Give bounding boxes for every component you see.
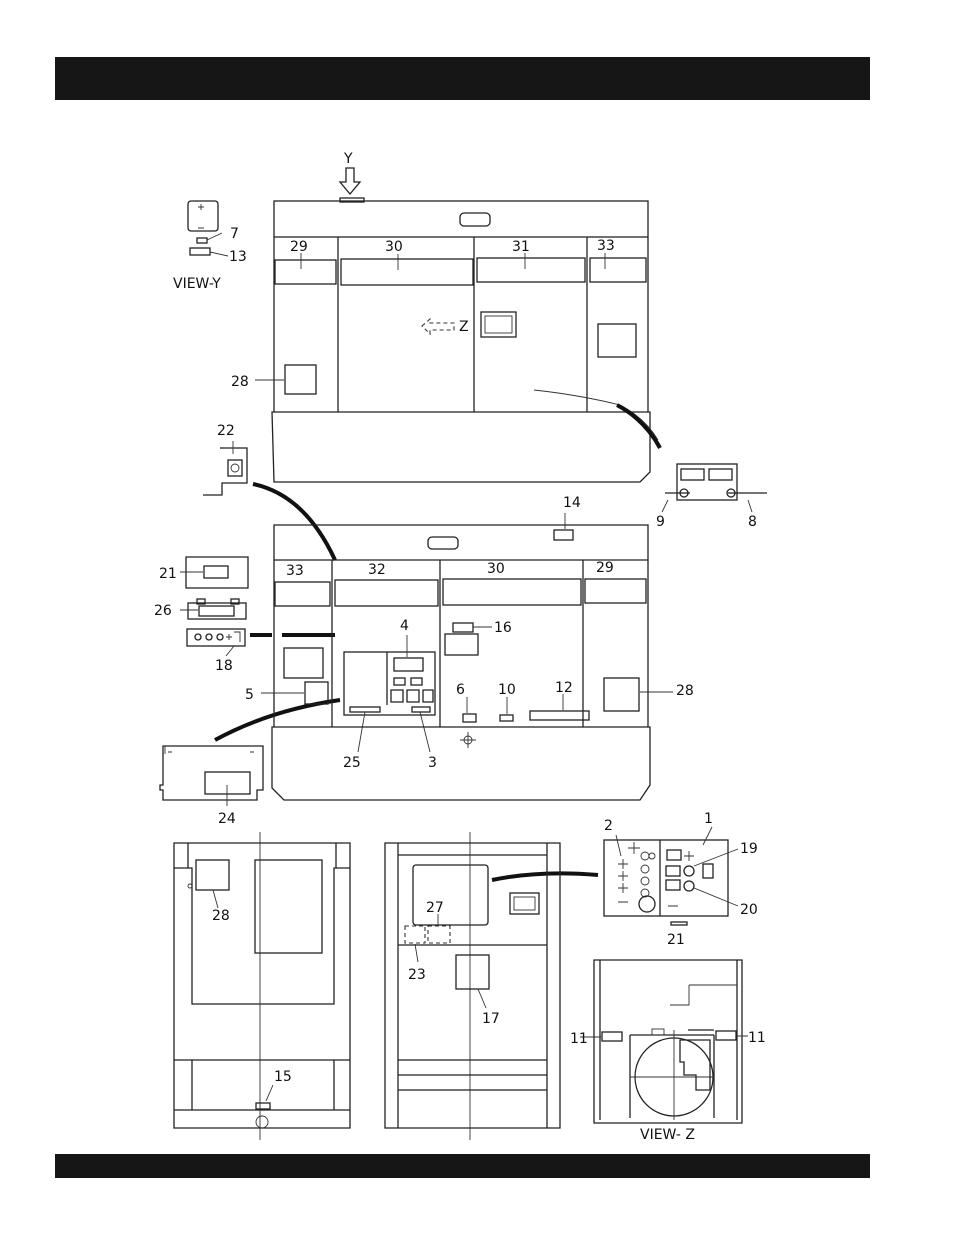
callout-16: 16 <box>494 620 512 636</box>
callout-10: 10 <box>498 682 516 698</box>
callout-3: 3 <box>428 755 437 771</box>
side-view-left: 28 15 <box>174 832 350 1140</box>
callout-2: 2 <box>604 818 613 834</box>
enclosure-rear-view: 29 30 31 33 28 Z <box>231 198 658 482</box>
callout-28c: 28 <box>212 908 230 924</box>
callout-13: 13 <box>229 249 247 265</box>
enclosure-front-view: 14 33 32 30 29 5 4 25 3 16 6 <box>245 495 694 800</box>
callout-24: 24 <box>218 811 236 827</box>
callout-29: 29 <box>290 239 308 255</box>
callout-12: 12 <box>555 680 573 696</box>
callout-11b: 11 <box>748 1030 766 1046</box>
callout-32: 32 <box>368 562 386 578</box>
callout-11a: 11 <box>570 1031 588 1047</box>
callout-18: 18 <box>215 658 233 674</box>
callout-14: 14 <box>563 495 581 511</box>
callout-28: 28 <box>231 374 249 390</box>
callout-33: 33 <box>597 238 615 254</box>
callout-28b: 28 <box>676 683 694 699</box>
detail-8-9: 9 8 <box>656 464 767 530</box>
view-y-label: VIEW-Y <box>173 276 221 292</box>
control-panel-detail: 2 1 19 20 21 <box>604 811 758 948</box>
callout-23: 23 <box>408 967 426 983</box>
y-arrow-label: Y <box>343 151 353 167</box>
callout-29b: 29 <box>596 560 614 576</box>
left-details: 21 26 18 <box>154 557 248 674</box>
callout-5: 5 <box>245 687 254 703</box>
view-y-detail: 7 13 VIEW-Y <box>173 201 247 292</box>
callout-4: 4 <box>400 618 409 634</box>
callout-9: 9 <box>656 514 665 530</box>
callout-27: 27 <box>426 900 444 916</box>
callout-30b: 30 <box>487 561 505 577</box>
callout-21b: 21 <box>667 932 685 948</box>
detail-24: 24 <box>160 746 263 827</box>
callout-19: 19 <box>740 841 758 857</box>
callout-20: 20 <box>740 902 758 918</box>
callout-15: 15 <box>274 1069 292 1085</box>
footer-bar <box>55 1154 870 1178</box>
callout-21: 21 <box>159 566 177 582</box>
callout-17: 17 <box>482 1011 500 1027</box>
detail-22: 22 <box>203 423 247 495</box>
callout-30: 30 <box>385 239 403 255</box>
callout-26: 26 <box>154 603 172 619</box>
callout-33b: 33 <box>286 563 304 579</box>
callout-25: 25 <box>343 755 361 771</box>
callout-8: 8 <box>748 514 757 530</box>
view-z-detail: 11 11 VIEW- Z <box>570 960 766 1143</box>
z-arrow-label: Z <box>459 319 469 335</box>
callout-1: 1 <box>704 811 713 827</box>
callout-22: 22 <box>217 423 235 439</box>
callout-31: 31 <box>512 239 530 255</box>
side-view-right: 23 27 17 <box>385 832 560 1140</box>
callout-7: 7 <box>230 226 239 242</box>
y-arrow: Y <box>340 151 360 194</box>
callout-6: 6 <box>456 682 465 698</box>
view-z-label: VIEW- Z <box>640 1127 695 1143</box>
